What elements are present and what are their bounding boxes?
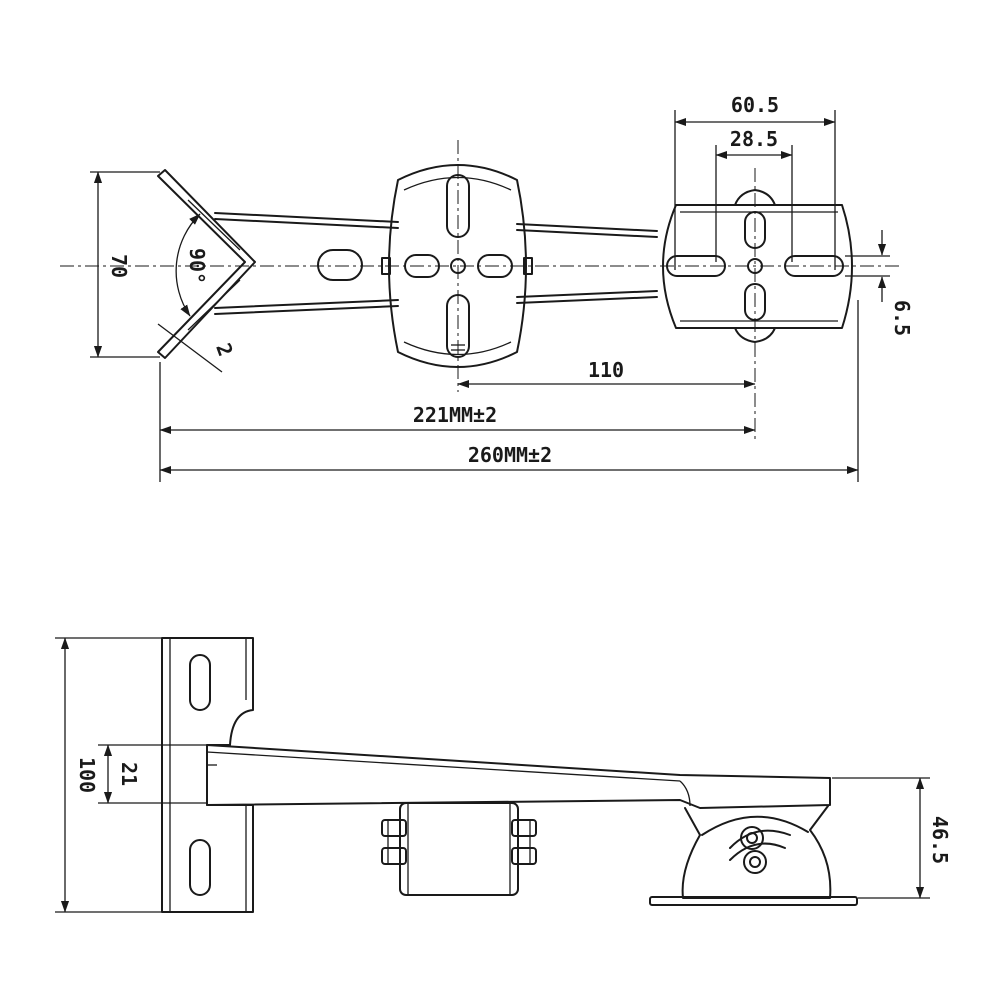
dim-thickness: 2 [211,340,238,360]
joint-screw-bottom [743,850,767,874]
clamp-bolt-left [381,257,391,275]
clamp-slot-right [477,254,513,278]
middle-clamp [381,140,533,392]
dim-center-offset: 110 [588,358,624,382]
dim-total-length: 260MM±2 [468,443,552,467]
side-view: 100 21 46.5 [55,637,952,913]
dim-mount-height: 46.5 [928,816,952,864]
arm-slot [317,249,363,281]
dim-plate-height: 100 [75,757,99,793]
plate-slot-left [666,255,726,277]
v-bracket [157,169,256,359]
dim-arm-thickness: 21 [117,762,141,786]
top-view: 60.5 28.5 70 90° 2 6.5 110 [60,93,914,482]
arm-rails [214,212,658,315]
side-clamp [381,802,537,896]
dim-width-inner: 28.5 [730,127,778,151]
side-clamp-bolts [381,819,537,865]
clamp-bolt-right [523,257,533,275]
dim-width-outer: 60.5 [731,93,779,117]
top-dimensions: 60.5 28.5 70 90° 2 6.5 110 [90,93,914,482]
dim-angle: 90° [185,248,209,284]
dim-height: 70 [107,254,131,278]
plate-slot-right [784,255,844,277]
camera-mount-plate [662,168,853,440]
dim-slot: 6.5 [890,300,914,336]
arm-side [206,744,831,809]
joint-screw-top [740,826,764,850]
plate-slot-upper [189,654,211,711]
side-dimensions: 100 21 46.5 [55,637,952,913]
camera-mount-joint [649,805,858,906]
plate-slot-lower [189,839,211,896]
clamp-slot-left [404,254,440,278]
dim-arm-length: 221MM±2 [413,403,497,427]
